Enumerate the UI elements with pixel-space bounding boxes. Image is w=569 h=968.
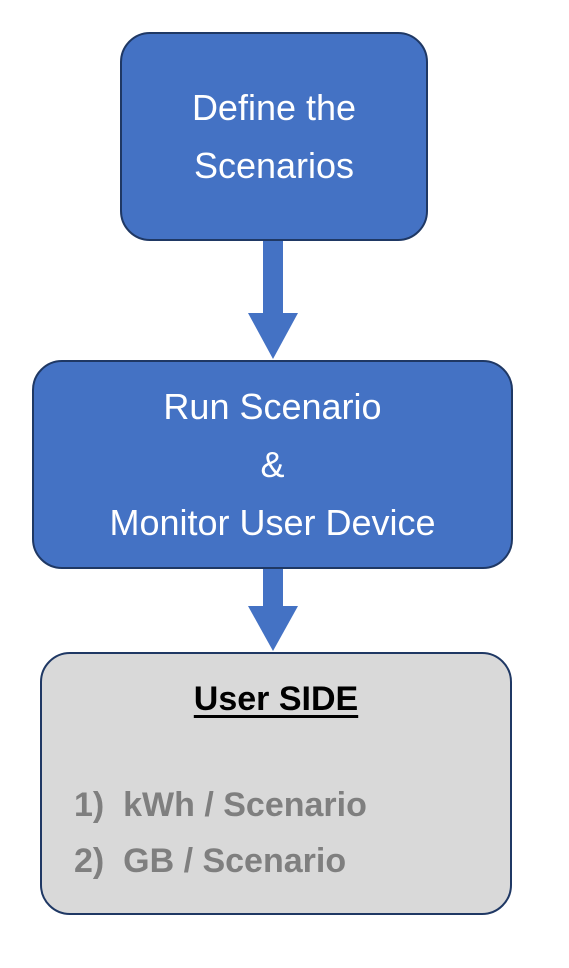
user-side-box: User SIDE 1) kWh / Scenario 2) GB / Scen… bbox=[40, 652, 512, 915]
run-line-1: Run Scenario bbox=[163, 385, 382, 427]
user-side-list: 1) kWh / Scenario 2) GB / Scenario bbox=[42, 777, 510, 889]
define-scenarios-box: Define the Scenarios bbox=[120, 32, 428, 241]
arrow-define-to-run bbox=[248, 241, 298, 359]
run-line-2: & bbox=[260, 443, 285, 485]
user-side-item-gb: 2) GB / Scenario bbox=[74, 842, 347, 880]
arrow-shaft bbox=[263, 569, 283, 606]
arrow-run-to-user bbox=[248, 569, 298, 651]
user-side-item-kwh: 1) kWh / Scenario bbox=[74, 786, 367, 824]
arrow-head bbox=[248, 313, 298, 359]
define-line-1: Define the bbox=[191, 86, 357, 128]
arrow-shaft bbox=[263, 241, 283, 313]
arrow-head bbox=[248, 606, 298, 651]
run-line-3: Monitor User Device bbox=[109, 501, 436, 543]
run-scenario-box: Run Scenario & Monitor User Device bbox=[32, 360, 513, 569]
user-side-title: User SIDE bbox=[193, 680, 359, 718]
define-line-2: Scenarios bbox=[193, 144, 355, 186]
